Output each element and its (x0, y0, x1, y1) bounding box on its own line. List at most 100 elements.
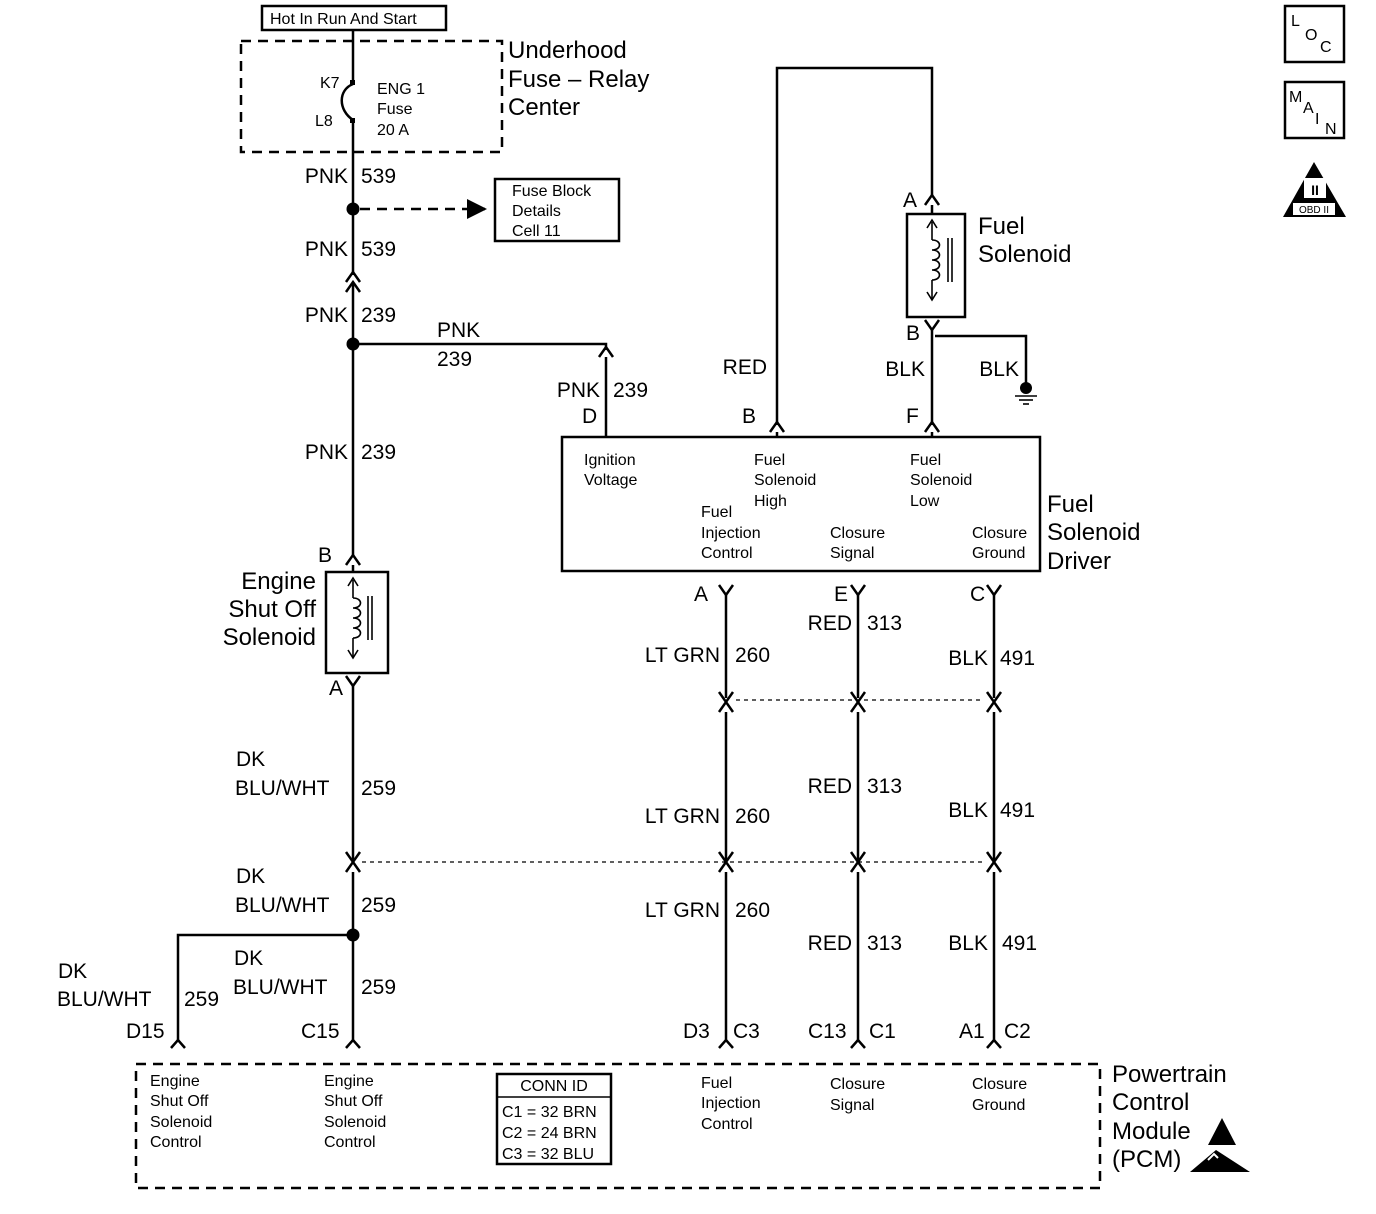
svg-text:C2 = 24 BRN: C2 = 24 BRN (502, 1125, 597, 1142)
svg-text:Closure: Closure (972, 525, 1027, 542)
svg-text:RED: RED (723, 356, 767, 379)
svg-text:Voltage: Voltage (584, 472, 637, 489)
svg-text:L8: L8 (315, 113, 333, 130)
svg-text:259: 259 (184, 988, 219, 1011)
svg-text:BLK: BLK (948, 647, 988, 670)
svg-text:Low: Low (910, 493, 940, 510)
svg-text:Fuse: Fuse (377, 101, 413, 118)
svg-text:Underhood: Underhood (508, 37, 627, 64)
svg-text:B: B (318, 544, 332, 567)
svg-text:II: II (1311, 182, 1319, 198)
svg-text:D15: D15 (126, 1020, 165, 1043)
power-feed-label: Hot In Run And Start (260, 4, 448, 32)
location-icon[interactable]: L O C (1283, 4, 1346, 64)
svg-text:F: F (906, 405, 919, 428)
svg-text:Control: Control (324, 1134, 376, 1151)
powertrain-control-module: Powertrain Control Module (PCM) Engine S… (134, 1061, 1250, 1190)
svg-text:C15: C15 (301, 1020, 340, 1043)
svg-text:BLK: BLK (948, 932, 988, 955)
svg-text:Hot In Run And Start: Hot In Run And Start (270, 11, 417, 28)
fuse-block-details-reference: Fuse Block Details Cell 11 (493, 177, 621, 243)
svg-text:RED: RED (808, 932, 852, 955)
svg-text:BLK: BLK (885, 358, 925, 381)
svg-text:DK: DK (234, 947, 263, 970)
svg-text:Signal: Signal (830, 545, 874, 562)
svg-text:Module: Module (1112, 1118, 1191, 1145)
svg-text:E: E (834, 583, 848, 606)
svg-text:DK: DK (236, 748, 265, 771)
svg-text:LT GRN: LT GRN (645, 644, 720, 667)
main-index-icon[interactable]: M A I N (1283, 80, 1346, 140)
svg-text:K7: K7 (320, 75, 340, 92)
svg-text:CONN ID: CONN ID (520, 1078, 588, 1095)
fuel-solenoid: A Fuel Solenoid B (903, 189, 1071, 345)
svg-text:D3: D3 (683, 1020, 710, 1043)
svg-text:Control: Control (1112, 1089, 1189, 1116)
svg-text:BLK: BLK (948, 799, 988, 822)
svg-text:C: C (970, 583, 985, 606)
svg-text:260: 260 (735, 899, 770, 922)
svg-text:BLU/WHT: BLU/WHT (233, 976, 328, 999)
svg-text:Solenoid: Solenoid (1047, 519, 1140, 546)
svg-text:491: 491 (1000, 799, 1035, 822)
svg-text:Fuse Block: Fuse Block (512, 183, 592, 200)
svg-text:PNK: PNK (305, 238, 348, 261)
svg-text:Shut Off: Shut Off (150, 1093, 209, 1110)
svg-text:Control: Control (701, 545, 753, 562)
svg-text:Fuel: Fuel (910, 452, 941, 469)
svg-text:C: C (1320, 39, 1332, 56)
svg-text:Engine: Engine (241, 568, 316, 595)
svg-text:Fuel: Fuel (1047, 491, 1094, 518)
svg-text:D: D (582, 405, 597, 428)
svg-text:Control: Control (701, 1116, 753, 1133)
svg-text:BLK: BLK (979, 358, 1019, 381)
underhood-fuse-relay-center: Underhood Fuse – Relay Center K7 L8 ENG … (239, 37, 649, 154)
svg-text:313: 313 (867, 775, 902, 798)
svg-text:BLU/WHT: BLU/WHT (235, 894, 330, 917)
svg-text:Fuel: Fuel (754, 452, 785, 469)
solenoid-coil-icon (347, 576, 373, 660)
svg-text:239: 239 (361, 304, 396, 327)
svg-text:259: 259 (361, 976, 396, 999)
svg-text:Driver: Driver (1047, 548, 1111, 575)
svg-text:PNK: PNK (305, 304, 348, 327)
svg-text:High: High (754, 493, 787, 510)
svg-text:RED: RED (808, 612, 852, 635)
svg-text:Closure: Closure (972, 1076, 1027, 1093)
svg-text:Shut Off: Shut Off (324, 1093, 383, 1110)
svg-text:PNK: PNK (557, 379, 600, 402)
svg-text:239: 239 (613, 379, 648, 402)
svg-text:Fuel: Fuel (978, 213, 1025, 240)
engine-shut-off-solenoid: Engine Shut Off Solenoid (223, 568, 390, 675)
svg-text:(PCM): (PCM) (1112, 1146, 1181, 1173)
svg-text:C1: C1 (869, 1020, 896, 1043)
svg-text:313: 313 (867, 612, 902, 635)
svg-text:C1 = 32 BRN: C1 = 32 BRN (502, 1104, 597, 1121)
svg-text:Engine: Engine (150, 1073, 200, 1090)
svg-text:Solenoid: Solenoid (978, 241, 1071, 268)
svg-text:Fuse – Relay: Fuse – Relay (508, 66, 649, 93)
svg-text:B: B (742, 405, 756, 428)
svg-text:PNK: PNK (437, 319, 480, 342)
svg-text:Injection: Injection (701, 1095, 761, 1112)
svg-text:Powertrain: Powertrain (1112, 1061, 1227, 1088)
svg-text:C2: C2 (1004, 1020, 1031, 1043)
svg-text:C3 = 32 BLU: C3 = 32 BLU (502, 1146, 594, 1163)
obd-ii-icon[interactable]: II OBD II (1283, 162, 1346, 217)
svg-text:260: 260 (735, 805, 770, 828)
fuse-icon (340, 82, 354, 122)
svg-text:239: 239 (437, 348, 472, 371)
svg-text:A: A (329, 677, 343, 700)
svg-text:Shut Off: Shut Off (228, 596, 316, 623)
svg-text:Closure: Closure (830, 525, 885, 542)
svg-text:259: 259 (361, 894, 396, 917)
svg-text:Solenoid: Solenoid (150, 1114, 212, 1131)
svg-text:313: 313 (867, 932, 902, 955)
svg-text:239: 239 (361, 441, 396, 464)
svg-text:M: M (1289, 89, 1302, 106)
svg-text:OBD II: OBD II (1299, 205, 1329, 216)
svg-text:L: L (1291, 13, 1300, 30)
conn-id-table: CONN ID C1 = 32 BRN C2 = 24 BRN C3 = 32 … (495, 1072, 613, 1166)
svg-text:A: A (694, 583, 708, 606)
solenoid-coil-icon (926, 218, 953, 302)
